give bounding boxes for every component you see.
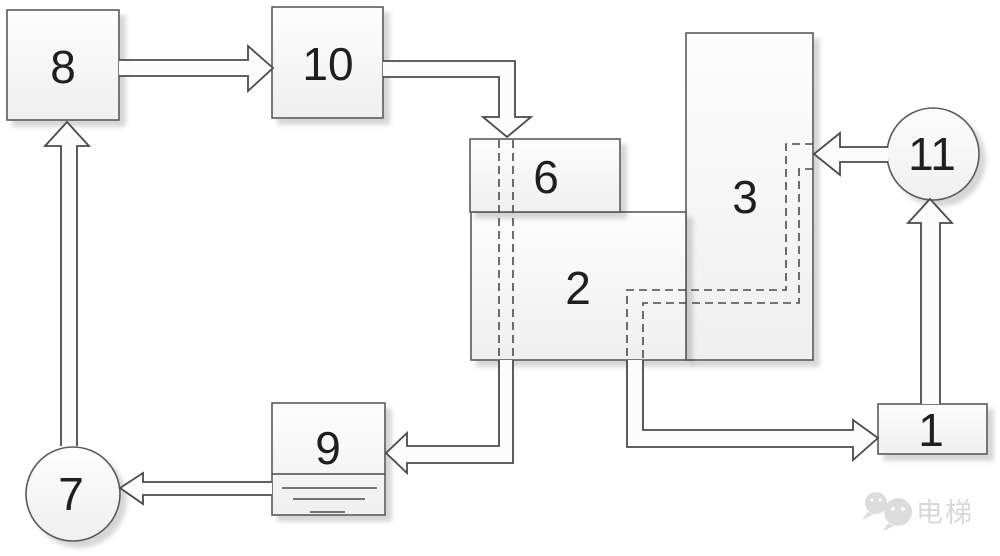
node-7-label: 7: [58, 468, 84, 520]
node-6-shape: [469, 138, 621, 213]
node-10-shape: [271, 6, 384, 119]
wechat-icon-eye: [878, 498, 882, 502]
watermark: 电梯: [862, 492, 974, 531]
node-1-label: 1: [918, 404, 944, 456]
node-11: 11: [886, 107, 980, 201]
node-2-shape: [470, 211, 687, 361]
node-6-label: 6: [533, 151, 559, 203]
wechat-icon-eye: [901, 507, 905, 511]
node-8-shape: [6, 9, 120, 121]
node-2-label: 2: [565, 262, 591, 314]
node-9-label: 9: [315, 422, 341, 474]
wechat-icon-bubble-big: [884, 498, 912, 526]
arrows: [42, 44, 955, 506]
node-1-shape: [877, 403, 988, 455]
arrow-7-to-8: [42, 120, 92, 446]
node-3-shape: [685, 32, 814, 361]
node-9-shape: [271, 402, 386, 516]
dashed-pipe-3-2-inner-line: [642, 168, 813, 360]
wechat-icon: [862, 492, 912, 531]
node-7: 7: [25, 446, 121, 542]
wechat-icon-tail-small: [862, 512, 874, 520]
node-6: 6: [469, 138, 621, 213]
node-3-label: 3: [732, 171, 758, 223]
arrow-2-to-1: [626, 360, 880, 462]
arrow-2-to-9: [384, 360, 514, 476]
wechat-icon-eye: [870, 498, 874, 502]
arrow-8-to-10: [119, 44, 275, 94]
arrow-9-to-7: [118, 471, 272, 506]
node-7-shape: [25, 446, 121, 542]
watermark-text: 电梯: [916, 498, 974, 528]
arrow-10-to-6: [383, 60, 534, 139]
node-8: 8: [6, 9, 120, 121]
arrow-11-to-3: [812, 131, 888, 177]
node-1: 1: [877, 403, 988, 456]
dashed-pipe-3-2-outer-line: [626, 143, 813, 360]
node-8-label: 8: [50, 41, 76, 93]
wechat-icon-eye: [891, 507, 895, 511]
wechat-icon-bubble-small: [865, 492, 887, 514]
node-11-label: 11: [908, 128, 956, 180]
node-2: 2: [470, 211, 687, 361]
dashed-pipes: [498, 140, 813, 360]
node-10-label: 10: [302, 38, 353, 90]
wechat-icon-tail-big: [883, 523, 894, 531]
node-3: 3: [685, 32, 814, 361]
node-10: 10: [271, 6, 384, 119]
arrow-1-to-11: [905, 197, 955, 404]
node-9: 9: [271, 402, 386, 516]
